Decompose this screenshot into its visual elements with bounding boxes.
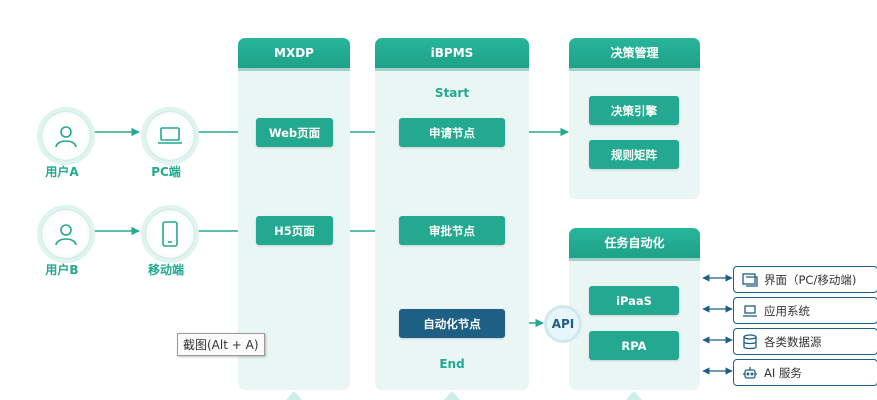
external-ai[interactable]: AI 服务	[733, 359, 877, 386]
database-icon	[743, 333, 757, 349]
robot-icon	[743, 366, 757, 379]
window-icon	[742, 272, 758, 287]
mobile-label: 移动端	[147, 263, 184, 277]
user-a-label: 用户A	[45, 165, 79, 179]
automation-panel: 任务自动化	[569, 228, 700, 390]
user-a-circle	[37, 107, 95, 165]
external-app[interactable]: 应用系统	[733, 297, 877, 324]
external-app-label: 应用系统	[764, 303, 810, 318]
automation-node[interactable]: 自动化节点	[399, 309, 505, 338]
ibpms-panel-title: iBPMS	[375, 38, 529, 71]
automation-panel-tab	[626, 391, 642, 400]
mobile-icon	[162, 221, 178, 247]
ipaas-node[interactable]: iPaaS	[589, 286, 679, 315]
laptop-icon	[743, 304, 757, 317]
mxdp-panel-tab	[286, 391, 302, 400]
user-b-circle	[37, 205, 95, 263]
mobile-circle	[141, 205, 199, 263]
ibpms-panel-tab	[444, 391, 460, 400]
api-badge[interactable]: API	[544, 305, 582, 343]
end-label: End	[439, 357, 465, 371]
user-icon	[55, 126, 77, 148]
laptop-icon	[158, 127, 182, 144]
h5-page-node[interactable]: H5页面	[256, 216, 333, 245]
automation-panel-title: 任务自动化	[569, 228, 700, 261]
screenshot-tooltip: 截图(Alt + A)	[177, 333, 265, 356]
external-datasource-label: 各类数据源	[764, 334, 822, 349]
pc-circle	[141, 107, 199, 165]
start-label: Start	[434, 86, 470, 100]
apply-node[interactable]: 申请节点	[399, 118, 505, 147]
decision-panel-title: 决策管理	[569, 38, 700, 71]
web-page-node[interactable]: Web页面	[256, 118, 333, 147]
mxdp-panel-title: MXDP	[238, 38, 350, 71]
rpa-node[interactable]: RPA	[589, 331, 679, 360]
external-ui[interactable]: 界面（PC/移动端)	[733, 266, 877, 293]
user-b-label: 用户B	[45, 263, 79, 277]
mxdp-panel: MXDP	[238, 38, 350, 390]
external-ui-label: 界面（PC/移动端)	[764, 272, 857, 287]
rule-matrix-node[interactable]: 规则矩阵	[589, 140, 679, 169]
decision-engine-node[interactable]: 决策引擎	[589, 96, 679, 125]
external-datasource[interactable]: 各类数据源	[733, 328, 877, 355]
pc-label: PC端	[151, 165, 181, 179]
user-icon	[55, 224, 77, 246]
approve-node[interactable]: 审批节点	[399, 216, 505, 245]
external-ai-label: AI 服务	[764, 365, 802, 380]
